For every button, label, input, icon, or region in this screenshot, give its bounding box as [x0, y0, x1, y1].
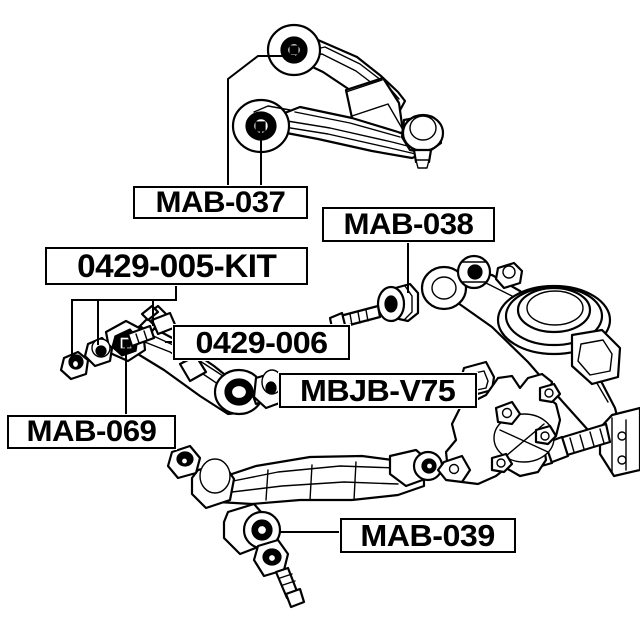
part-label-mab-039[interactable]: MAB-039 — [339, 517, 517, 554]
leader-0429-005-kit — [71, 284, 177, 357]
part-label-mab-037[interactable]: MAB-037 — [132, 185, 309, 220]
part-label-mbjb-v75[interactable]: MBJB-V75 — [278, 372, 478, 409]
part-label-mab-039-text: MAB-039 — [360, 518, 496, 553]
lower-control-arm-assembly — [328, 254, 640, 478]
lateral-link-assembly — [104, 319, 288, 416]
part-label-0429-006-text: 0429-006 — [195, 325, 328, 360]
trailing-arm-assembly — [166, 444, 444, 609]
leader-mab-037 — [227, 55, 295, 187]
upper-control-arm-assembly — [231, 23, 445, 169]
camber-bolt-kit-parts — [59, 311, 178, 381]
part-label-0429-006[interactable]: 0429-006 — [172, 324, 351, 361]
part-label-mab-069-text: MAB-069 — [26, 415, 157, 448]
part-label-mbjb-v75-text: MBJB-V75 — [300, 373, 456, 408]
part-label-mab-069[interactable]: MAB-069 — [6, 414, 177, 450]
part-label-mab-038-text: MAB-038 — [343, 207, 474, 241]
part-label-mab-038[interactable]: MAB-038 — [321, 206, 496, 243]
part-label-mab-037-text: MAB-037 — [155, 185, 286, 219]
part-label-0429-005-kit-text: 0429-005-KIT — [76, 248, 277, 284]
part-label-0429-005-kit[interactable]: 0429-005-KIT — [44, 246, 309, 286]
